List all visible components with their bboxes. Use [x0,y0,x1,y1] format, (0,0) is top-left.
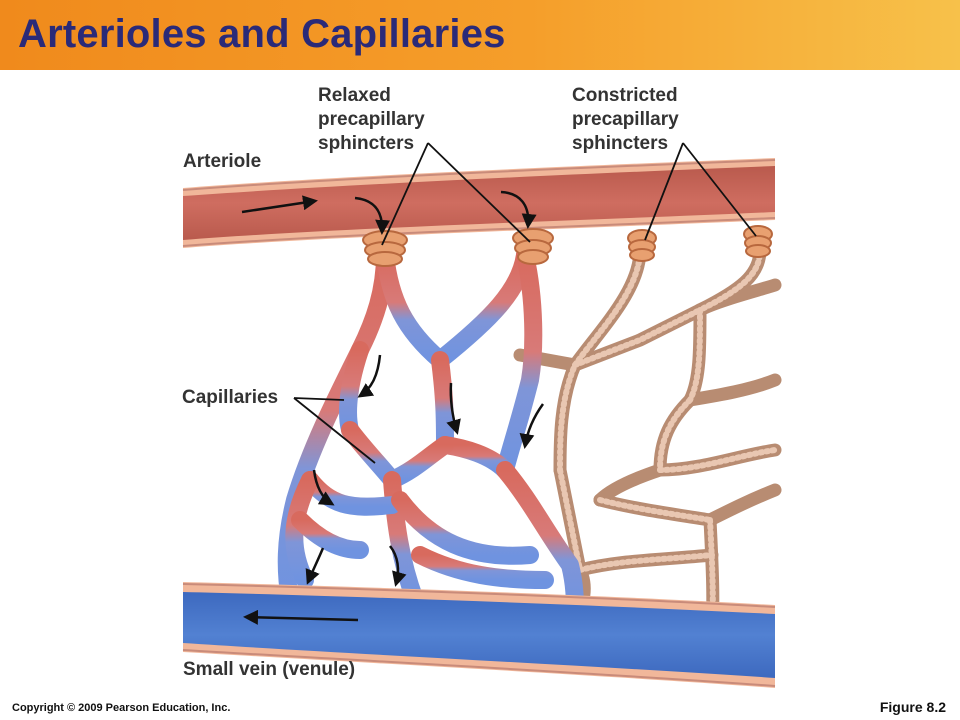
title-bar: Arterioles and Capillaries [0,0,960,70]
label-venule: Small vein (venule) [183,659,356,680]
flow-arrow-entry-2 [500,190,537,229]
venule-vessel [182,582,776,688]
label-arteriole: Arteriole [183,151,262,172]
flow-arrow-cap-3 [519,403,545,449]
flow-arrow-cap-6 [388,545,407,587]
label-relaxed-sphincters: Relaxed precapillary sphincters [318,85,425,154]
figure-number: Figure 8.2 [879,699,946,715]
flow-arrow-cap-1 [357,354,382,398]
arteriole-vessel [182,158,776,248]
flow-arrow-cap-4 [312,469,335,506]
sphincter-relaxed-2 [512,228,554,265]
sphincter-relaxed-1 [362,230,408,267]
flow-arrow-cap-5 [305,547,325,585]
arteriole-flow-arrow [241,195,318,214]
label-constricted-sphincters: Constricted precapillary sphincters [572,85,679,154]
flow-arrows [241,190,545,625]
label-capillaries: Capillaries [182,387,279,408]
closed-capillary-network [513,243,782,632]
slide-title: Arterioles and Capillaries [18,12,506,56]
venule-flow-arrow [243,609,359,625]
sphincter-constricted-2 [743,225,773,258]
open-capillary-network [277,246,584,624]
flow-arrow-cap-2 [446,382,461,435]
copyright-notice: Copyright © 2009 Pearson Education, Inc. [12,702,231,714]
leader-lines [293,142,757,464]
flow-arrow-entry-1 [354,196,391,235]
sphincter-constricted-1 [627,229,657,262]
